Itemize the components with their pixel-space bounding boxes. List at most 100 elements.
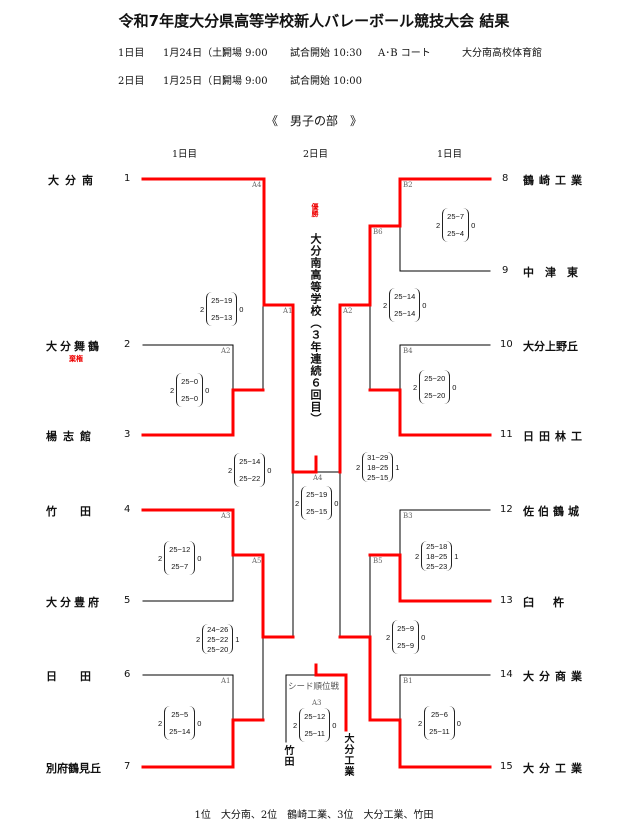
- win-seed: [314, 663, 348, 732]
- win-team13: [368, 553, 492, 603]
- line-team5: [142, 554, 234, 602]
- day1-court: A･B コート: [378, 48, 431, 59]
- day1-venue: 大分南高校体育館: [462, 48, 542, 59]
- day-header-center: 2日目: [303, 149, 329, 160]
- seed-6: 6: [124, 669, 131, 680]
- court-code: A1: [221, 677, 231, 685]
- team-name-9: 中津東: [523, 266, 589, 279]
- win-team11: [368, 388, 492, 437]
- champion-label: 優勝: [311, 203, 320, 217]
- seed-15: 15: [500, 761, 513, 772]
- seed-10: 10: [500, 339, 513, 350]
- division-heading: 《 男子の部 》: [265, 114, 362, 128]
- court-code: A3: [221, 512, 231, 520]
- team-name-11: 日田林工: [523, 430, 587, 443]
- seed-13: 13: [500, 595, 513, 606]
- win-team1: [141, 177, 318, 474]
- court-code: B4: [403, 347, 413, 355]
- win-team4: [141, 508, 295, 639]
- line-team14: [399, 674, 491, 721]
- court-code: A4: [313, 474, 323, 482]
- seed-match-left-team: 竹田: [282, 745, 293, 767]
- team-name-14: 大分商業: [523, 670, 587, 683]
- seed-2: 2: [124, 339, 131, 350]
- team-name-13: 臼 杵: [523, 596, 568, 609]
- team-name-15: 大分工業: [523, 762, 587, 775]
- win-team7: [141, 718, 265, 769]
- seed-11: 11: [500, 429, 513, 440]
- team-name-12: 佐伯鶴城: [523, 505, 583, 518]
- day1-date: 1月24日（土）: [163, 48, 233, 59]
- team-name-8: 鶴崎工業: [523, 174, 587, 187]
- team-name-10: 大分上野丘: [523, 340, 578, 353]
- day1-label: 1日目: [118, 48, 145, 59]
- forfeit-label: 棄権: [69, 354, 83, 363]
- day-header-left: 1日目: [172, 149, 198, 160]
- seed-9: 9: [502, 265, 509, 276]
- team-name-2: 大分舞鶴: [46, 340, 102, 353]
- champion-text: 大分南高等学校（３年連続６回目）: [309, 233, 322, 425]
- court-code: B2: [403, 181, 413, 189]
- final-standings: 1位 大分南、2位 鶴崎工業、3位 大分工業、竹田: [194, 810, 434, 821]
- day-header-right: 1日目: [437, 149, 463, 160]
- seed-5: 5: [124, 595, 131, 606]
- court-code: A2: [343, 307, 353, 315]
- win-team15: [338, 635, 492, 769]
- page-title: 令和7年度大分県高等学校新人バレーボール競技大会 結果: [118, 12, 510, 30]
- seed-14: 14: [500, 669, 513, 680]
- court-code: A5: [252, 557, 262, 565]
- seed-12: 12: [500, 504, 513, 515]
- win-team8: [338, 177, 492, 474]
- team-name-6: 日 田: [46, 670, 97, 683]
- win-team3: [141, 388, 265, 437]
- day2-start: 試合開始 10:00: [290, 76, 362, 87]
- court-code: B5: [373, 557, 383, 565]
- day2-date: 1月25日（日）: [163, 76, 233, 87]
- team-name-4: 竹 田: [46, 505, 97, 518]
- seed-3: 3: [124, 429, 131, 440]
- team-name-3: 楊志館: [46, 430, 97, 443]
- seed-1: 1: [124, 173, 131, 184]
- court-code: B6: [373, 228, 383, 236]
- day2-open: 開場 9:00: [222, 76, 268, 87]
- line-team9: [399, 225, 491, 272]
- line-team2: [142, 344, 234, 391]
- line-seed-left: [285, 674, 317, 743]
- court-code: B1: [403, 677, 413, 685]
- team-name-5: 大分豊府: [46, 596, 102, 609]
- court-code: B3: [403, 512, 413, 520]
- court-code: A4: [252, 181, 262, 189]
- seed-7: 7: [124, 761, 131, 772]
- day2-label: 2日目: [118, 76, 145, 87]
- seed-match-label: シード順位戦: [288, 682, 340, 692]
- day1-start: 試合開始 10:30: [290, 48, 362, 59]
- court-code: A1: [283, 307, 293, 315]
- team-name-7: 別府鶴見丘: [46, 762, 101, 775]
- seed-8: 8: [502, 173, 509, 184]
- day1-open: 開場 9:00: [222, 48, 268, 59]
- line-team12: [399, 509, 491, 556]
- seed-match-right-team: 大分工業: [342, 733, 353, 777]
- team-name-1: 大分南: [48, 174, 99, 187]
- seed-4: 4: [124, 504, 131, 515]
- court-code: A3: [312, 699, 322, 707]
- line-team10: [399, 344, 491, 391]
- line-team6: [142, 674, 234, 721]
- court-code: A2: [221, 347, 231, 355]
